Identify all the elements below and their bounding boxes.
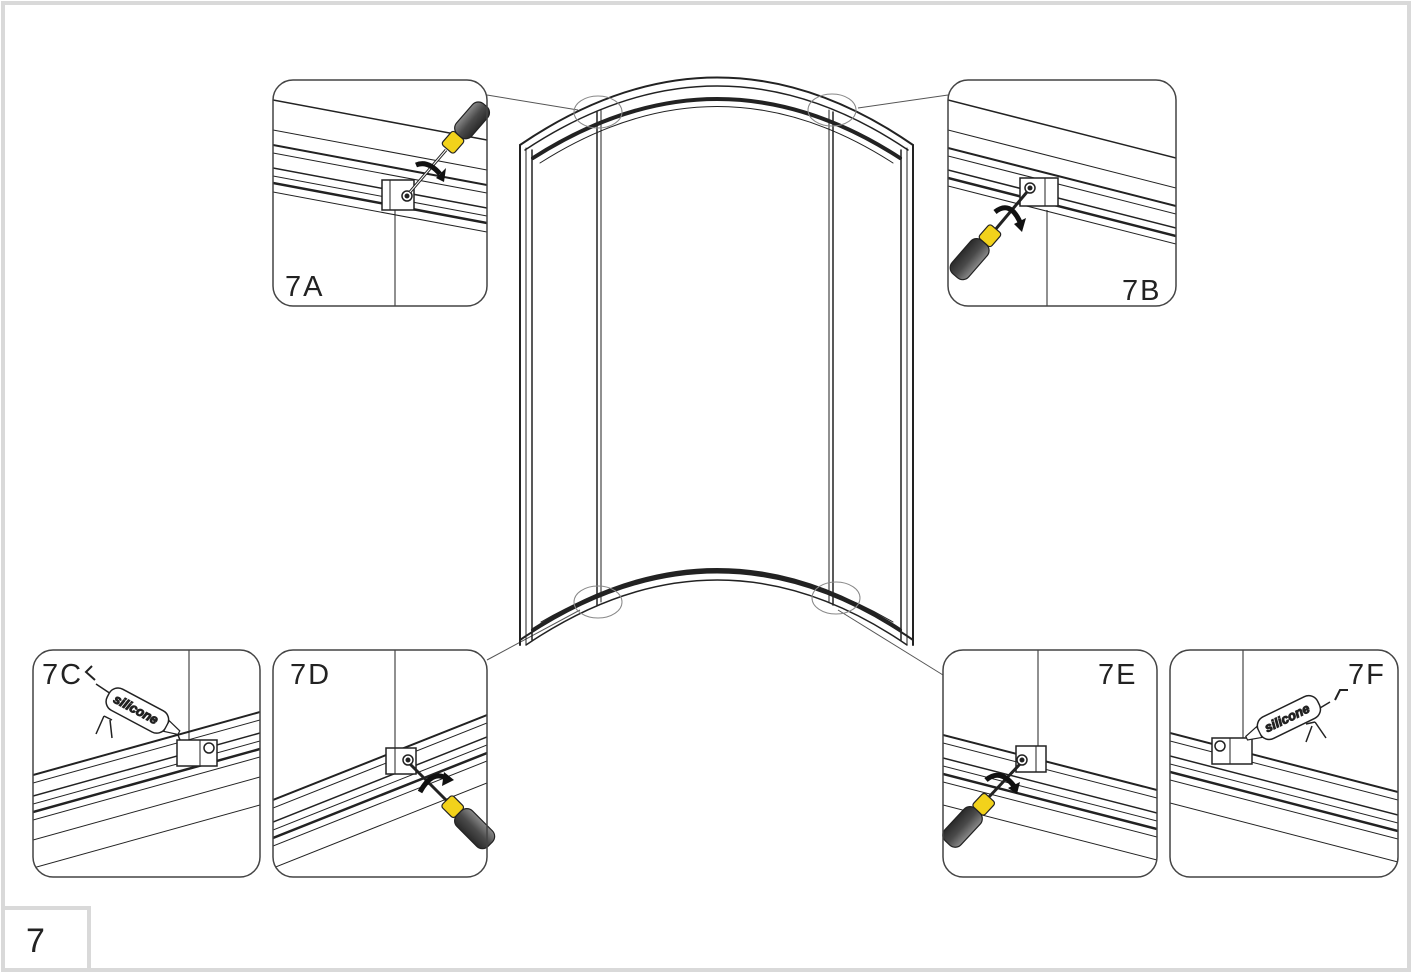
detail-7b-panel: 7B <box>947 79 1177 307</box>
screwdriver-icon <box>408 101 491 193</box>
detail-7f-panel: silicone 7F <box>1169 649 1399 878</box>
detail-7d-panel: 7D <box>272 649 496 878</box>
screwdriver-icon <box>949 191 1029 281</box>
detail-label-7f: 7F <box>1348 659 1386 691</box>
detail-7a-panel: 7A <box>272 79 491 307</box>
rotate-arrow-icon <box>984 772 1016 788</box>
leader-lines <box>486 94 949 676</box>
step-number: 7 <box>26 922 45 960</box>
detail-7e-panel: 7E <box>942 649 1158 878</box>
screwdriver-icon <box>942 762 1022 848</box>
rotate-arrow-icon <box>415 161 442 176</box>
detail-label-7a: 7A <box>285 271 324 303</box>
shower-enclosure <box>519 76 914 646</box>
detail-label-7d: 7D <box>290 659 331 691</box>
detail-7c-panel: silicone 7C <box>32 649 261 878</box>
detail-label-7e: 7E <box>1098 659 1137 691</box>
rotate-arrow-icon <box>993 205 1023 224</box>
silicone-gun-icon: silicone <box>84 665 181 741</box>
detail-highlights <box>573 93 861 619</box>
detail-label-7b: 7B <box>1122 275 1161 307</box>
detail-label-7c: 7C <box>42 659 83 691</box>
silicone-gun-icon: silicone <box>1245 689 1348 743</box>
